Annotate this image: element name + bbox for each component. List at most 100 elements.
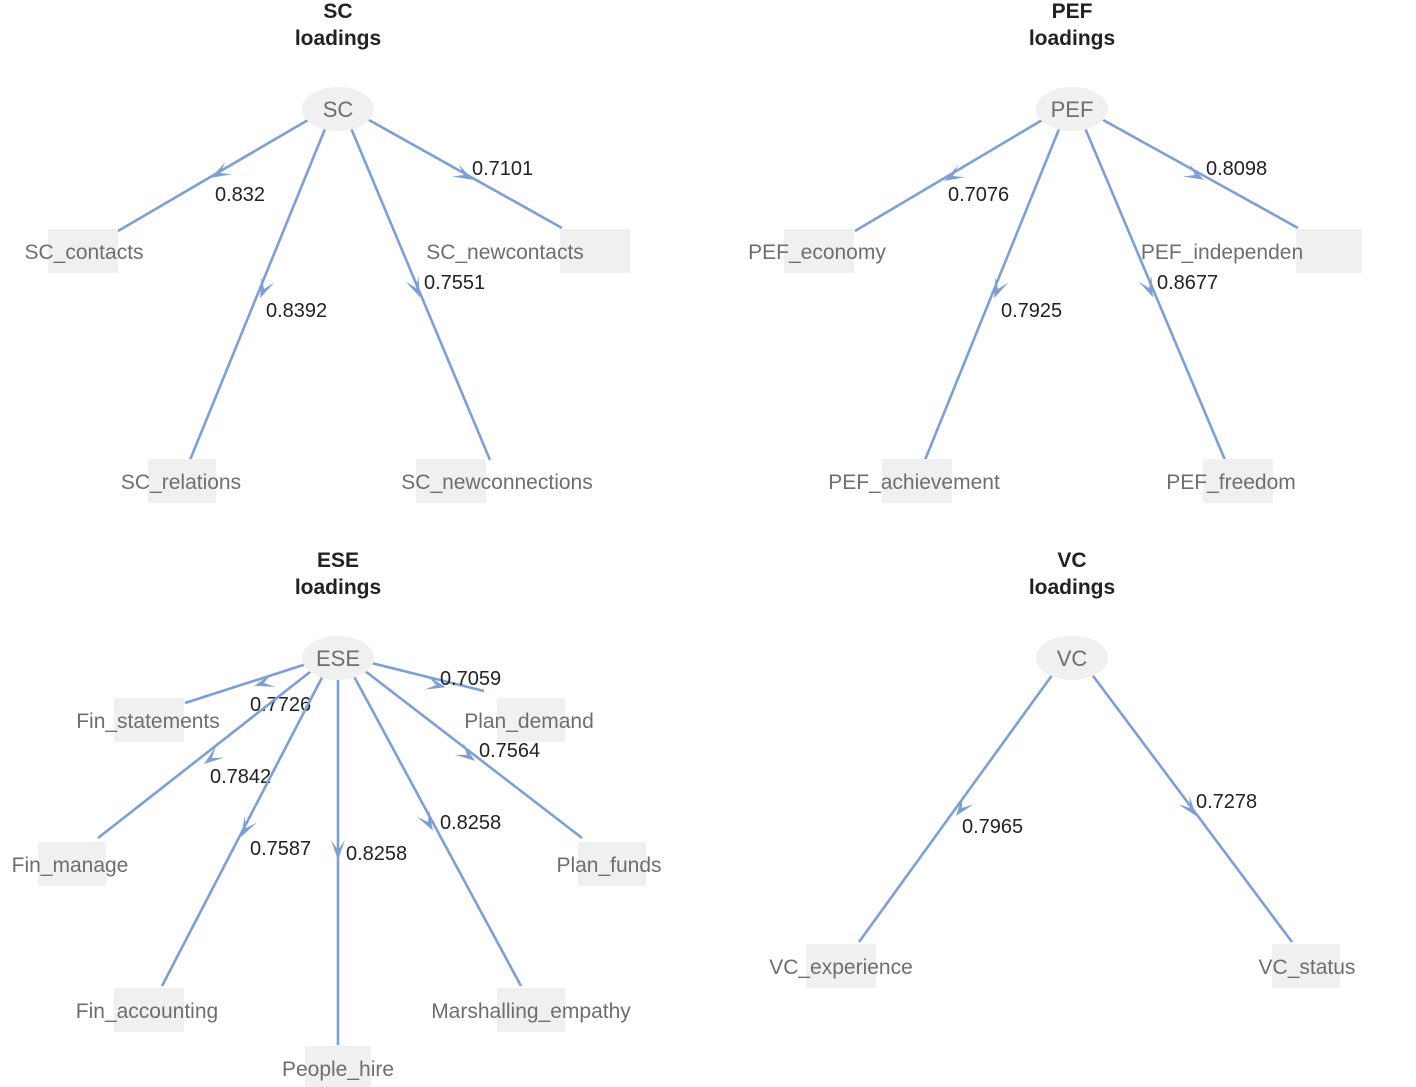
- edge-vc-0: [857, 672, 1055, 943]
- arrowhead: [254, 673, 276, 687]
- indicator-box: [560, 229, 630, 273]
- indicator-box: [578, 842, 646, 886]
- indicator-label: People_hire: [282, 1058, 394, 1081]
- loading-value: 0.7101: [472, 158, 533, 180]
- arrowhead: [204, 746, 225, 764]
- arrowhead: [405, 276, 420, 298]
- edge-ese-4: [351, 673, 523, 987]
- panel-subtitle: loadings: [1029, 576, 1115, 599]
- indicator-box: [497, 988, 565, 1032]
- indicator-box: [1272, 944, 1340, 988]
- indicator-node: Plan_demand: [464, 698, 594, 742]
- arrowhead: [451, 164, 473, 180]
- indicator-label: Fin_accounting: [76, 1000, 218, 1023]
- indicator-node: Marshalling_empathy: [431, 988, 631, 1032]
- latent-label: ESE: [316, 646, 360, 671]
- loading-value: 0.7551: [424, 272, 485, 294]
- loading-value: 0.7278: [1196, 791, 1257, 813]
- arrowhead: [1178, 795, 1197, 816]
- indicator-label: Fin_statements: [76, 710, 220, 733]
- latent-node-pef: [1036, 87, 1108, 131]
- loading-value: 0.8098: [1206, 158, 1267, 180]
- panel-title: PEF: [1052, 0, 1093, 23]
- indicator-node: Fin_statements: [76, 698, 220, 742]
- loading-value: 0.7842: [210, 766, 271, 788]
- indicator-node: VC_status: [1259, 944, 1356, 988]
- loading-value: 0.7076: [948, 184, 1009, 206]
- indicator-label: Plan_funds: [556, 854, 661, 877]
- indicator-label: SC_newconnections: [401, 471, 592, 494]
- indicator-node: PEF_economy: [748, 229, 886, 273]
- arrowhead: [994, 277, 1009, 299]
- indicator-label: Marshalling_empathy: [431, 1000, 631, 1023]
- panel-title: SC: [323, 0, 352, 23]
- indicator-box: [48, 229, 118, 273]
- indicator-label: Fin_manage: [12, 854, 129, 877]
- indicator-node: SC_relations: [121, 459, 241, 503]
- latent-label: SC: [323, 97, 354, 122]
- indicator-box: [305, 1046, 371, 1087]
- indicator-label: VC_experience: [769, 956, 913, 979]
- loading-value: 0.8258: [440, 812, 501, 834]
- panel-title: ESE: [317, 549, 359, 572]
- indicator-label: PEF_independen: [1141, 241, 1303, 264]
- panel-sc: SCloadings0.8320.83920.75510.7101SCSC_co…: [24, 0, 630, 503]
- indicator-box: [1296, 229, 1362, 273]
- loading-value: 0.8392: [266, 300, 327, 322]
- panel-subtitle: loadings: [295, 576, 381, 599]
- edge-pef-1: [923, 125, 1062, 461]
- edge-sc-1: [188, 125, 328, 461]
- edge-pef-3: [1098, 116, 1299, 230]
- edge-sc-2: [348, 125, 492, 461]
- arrowhead: [241, 815, 257, 837]
- loading-value: 0.7564: [479, 740, 540, 762]
- edge-ese-0: [184, 662, 310, 705]
- indicator-label: SC_newcontacts: [426, 241, 584, 264]
- latent-node-vc: [1036, 636, 1108, 680]
- indicator-label: PEF_freedom: [1166, 471, 1296, 494]
- latent-node-sc: [302, 87, 374, 131]
- indicator-label: PEF_economy: [748, 241, 886, 264]
- indicator-node: Fin_accounting: [76, 988, 218, 1032]
- indicator-box: [148, 459, 216, 503]
- indicator-box: [882, 459, 952, 503]
- indicator-node: Plan_funds: [556, 842, 662, 886]
- edge-ese-5: [361, 668, 583, 840]
- indicator-node: SC_newconnections: [401, 459, 593, 503]
- arrowhead: [211, 162, 233, 178]
- latent-node-ese: [302, 636, 374, 680]
- indicator-node: SC_newcontacts: [426, 229, 630, 273]
- loading-value: 0.8677: [1157, 272, 1218, 294]
- arrowhead: [1138, 276, 1153, 298]
- edge-ese-6: [367, 660, 485, 693]
- arrowhead: [331, 840, 345, 860]
- arrowhead: [956, 795, 974, 816]
- indicator-box: [38, 842, 106, 886]
- indicator-node: VC_experience: [769, 944, 913, 988]
- latent-label: VC: [1057, 646, 1088, 671]
- indicator-box: [784, 229, 854, 273]
- panel-subtitle: loadings: [1029, 27, 1115, 50]
- loading-value: 0.7726: [250, 694, 311, 716]
- edge-ese-1: [97, 668, 315, 840]
- indicator-box: [114, 988, 184, 1032]
- indicator-label: SC_contacts: [24, 241, 143, 264]
- panel-title: VC: [1057, 549, 1086, 572]
- indicator-label: VC_status: [1259, 956, 1356, 979]
- indicator-box: [497, 698, 565, 742]
- arrowhead: [1182, 164, 1204, 180]
- indicator-node: PEF_achievement: [828, 459, 1000, 503]
- panel-pef: PEFloadings0.70760.79250.86770.8098PEFPE…: [748, 0, 1362, 503]
- indicator-box: [114, 698, 184, 742]
- indicator-label: PEF_achievement: [828, 471, 1000, 494]
- indicator-node: PEF_freedom: [1166, 459, 1296, 503]
- arrowhead: [454, 743, 475, 761]
- panel-subtitle: loadings: [295, 27, 381, 50]
- edge-pef-2: [1083, 125, 1227, 461]
- indicator-label: SC_relations: [121, 471, 241, 494]
- indicator-box: [416, 459, 486, 503]
- loading-value: 0.7059: [440, 668, 501, 690]
- indicator-box: [806, 944, 876, 988]
